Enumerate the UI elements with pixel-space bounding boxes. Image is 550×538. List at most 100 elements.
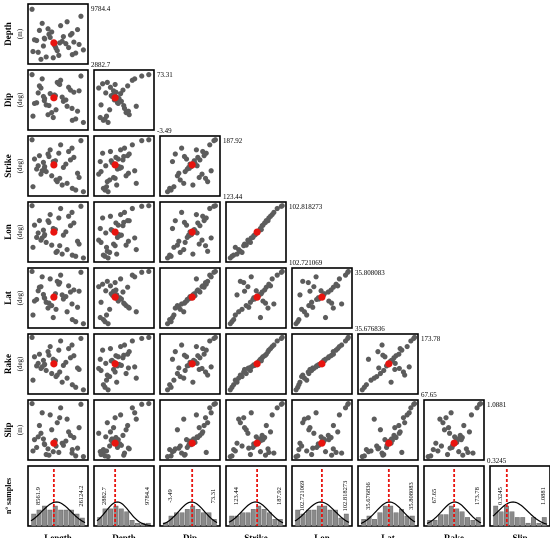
sample-point <box>196 366 202 373</box>
sample-point <box>363 382 370 388</box>
sample-point <box>425 454 431 460</box>
sample-point <box>104 420 110 426</box>
sample-point <box>329 300 335 306</box>
histogram-bar <box>333 509 338 527</box>
histogram-lat <box>357 465 419 527</box>
sample-point <box>359 387 365 393</box>
panel-rake-vs-length <box>27 333 89 395</box>
sample-point <box>202 279 209 286</box>
sample-point <box>169 225 176 232</box>
sample-point <box>176 304 182 310</box>
sample-point <box>318 434 324 440</box>
sample-point <box>397 429 403 435</box>
histogram-bar <box>498 511 504 527</box>
column-label-slip: Slip <box>512 533 527 538</box>
sample-point <box>57 81 63 88</box>
sample-point <box>105 321 111 327</box>
sample-point <box>60 98 67 104</box>
sample-point <box>56 215 62 221</box>
sample-point <box>54 248 60 254</box>
histogram-max-label: 73.31 <box>210 489 217 504</box>
sample-point <box>129 338 135 344</box>
histogram-bar <box>250 509 256 527</box>
panel-dip-vs-length <box>27 69 89 131</box>
sample-point <box>40 227 47 233</box>
sample-point <box>293 387 299 393</box>
sample-point <box>100 150 106 156</box>
column-label-strike: Strike <box>244 533 268 538</box>
histogram-bar <box>377 512 383 527</box>
sample-point <box>46 352 52 358</box>
histogram-min-label: 8561.9 <box>35 487 42 505</box>
sample-point <box>443 415 449 421</box>
sample-point <box>333 449 339 455</box>
sample-point <box>58 338 64 344</box>
sample-point <box>400 369 407 375</box>
sample-point <box>265 446 271 452</box>
normal-curve <box>162 501 218 525</box>
sample-point <box>271 301 277 307</box>
sample-point <box>388 379 394 385</box>
sample-point <box>59 292 65 298</box>
sample-point <box>146 334 152 340</box>
histogram-bar <box>541 517 547 527</box>
sample-point <box>236 309 242 315</box>
panel-strike-vs-dip <box>159 135 221 197</box>
sample-point <box>139 269 145 275</box>
sample-point <box>201 422 207 429</box>
normal-curve <box>294 501 350 523</box>
sample-point <box>172 218 178 224</box>
sample-point <box>100 252 106 258</box>
panel-depth-vs-length <box>27 3 89 65</box>
histogram-bar <box>184 509 190 527</box>
sample-point <box>241 279 247 286</box>
sample-point <box>456 449 462 455</box>
sample-point <box>181 375 187 381</box>
sample-point <box>56 347 62 353</box>
sample-point <box>307 425 313 431</box>
sample-point <box>231 446 237 453</box>
sample-point <box>133 180 139 186</box>
sample-point <box>103 288 109 294</box>
sample-point <box>271 342 277 348</box>
histogram-bar <box>454 508 460 527</box>
best-fit-point <box>111 94 119 102</box>
sample-point <box>181 416 187 422</box>
sample-point <box>245 430 251 436</box>
sample-point <box>66 44 72 51</box>
normal-curve <box>96 501 152 527</box>
best-fit-point <box>111 293 119 301</box>
sample-point <box>139 138 145 144</box>
sample-point <box>181 246 187 253</box>
sample-point <box>234 292 240 298</box>
sample-point <box>96 85 102 91</box>
histogram-bar <box>118 508 124 527</box>
sample-point <box>110 88 117 94</box>
best-fit-point <box>385 360 393 368</box>
sample-point <box>146 268 152 275</box>
sample-point <box>335 283 341 289</box>
sample-point <box>36 153 43 159</box>
sample-point <box>227 454 233 460</box>
sample-point <box>345 334 351 340</box>
sample-point <box>53 306 59 312</box>
sample-point <box>47 91 53 97</box>
sample-point <box>64 103 70 109</box>
sample-point <box>76 174 82 181</box>
sample-point <box>35 288 41 294</box>
sample-point <box>310 365 316 371</box>
best-fit-point <box>188 293 196 301</box>
sample-point <box>30 448 36 454</box>
sample-point <box>31 437 38 443</box>
sample-point <box>257 449 264 455</box>
histogram-bar <box>531 517 536 527</box>
sample-point <box>56 449 62 455</box>
histogram-bar <box>267 512 272 527</box>
panel-frame <box>291 399 353 461</box>
normal-curve <box>30 501 86 524</box>
sample-point <box>50 314 56 321</box>
sample-point <box>234 440 240 446</box>
sample-point <box>246 365 252 371</box>
panel-rake-vs-depth <box>93 333 155 395</box>
sample-point <box>73 453 79 459</box>
